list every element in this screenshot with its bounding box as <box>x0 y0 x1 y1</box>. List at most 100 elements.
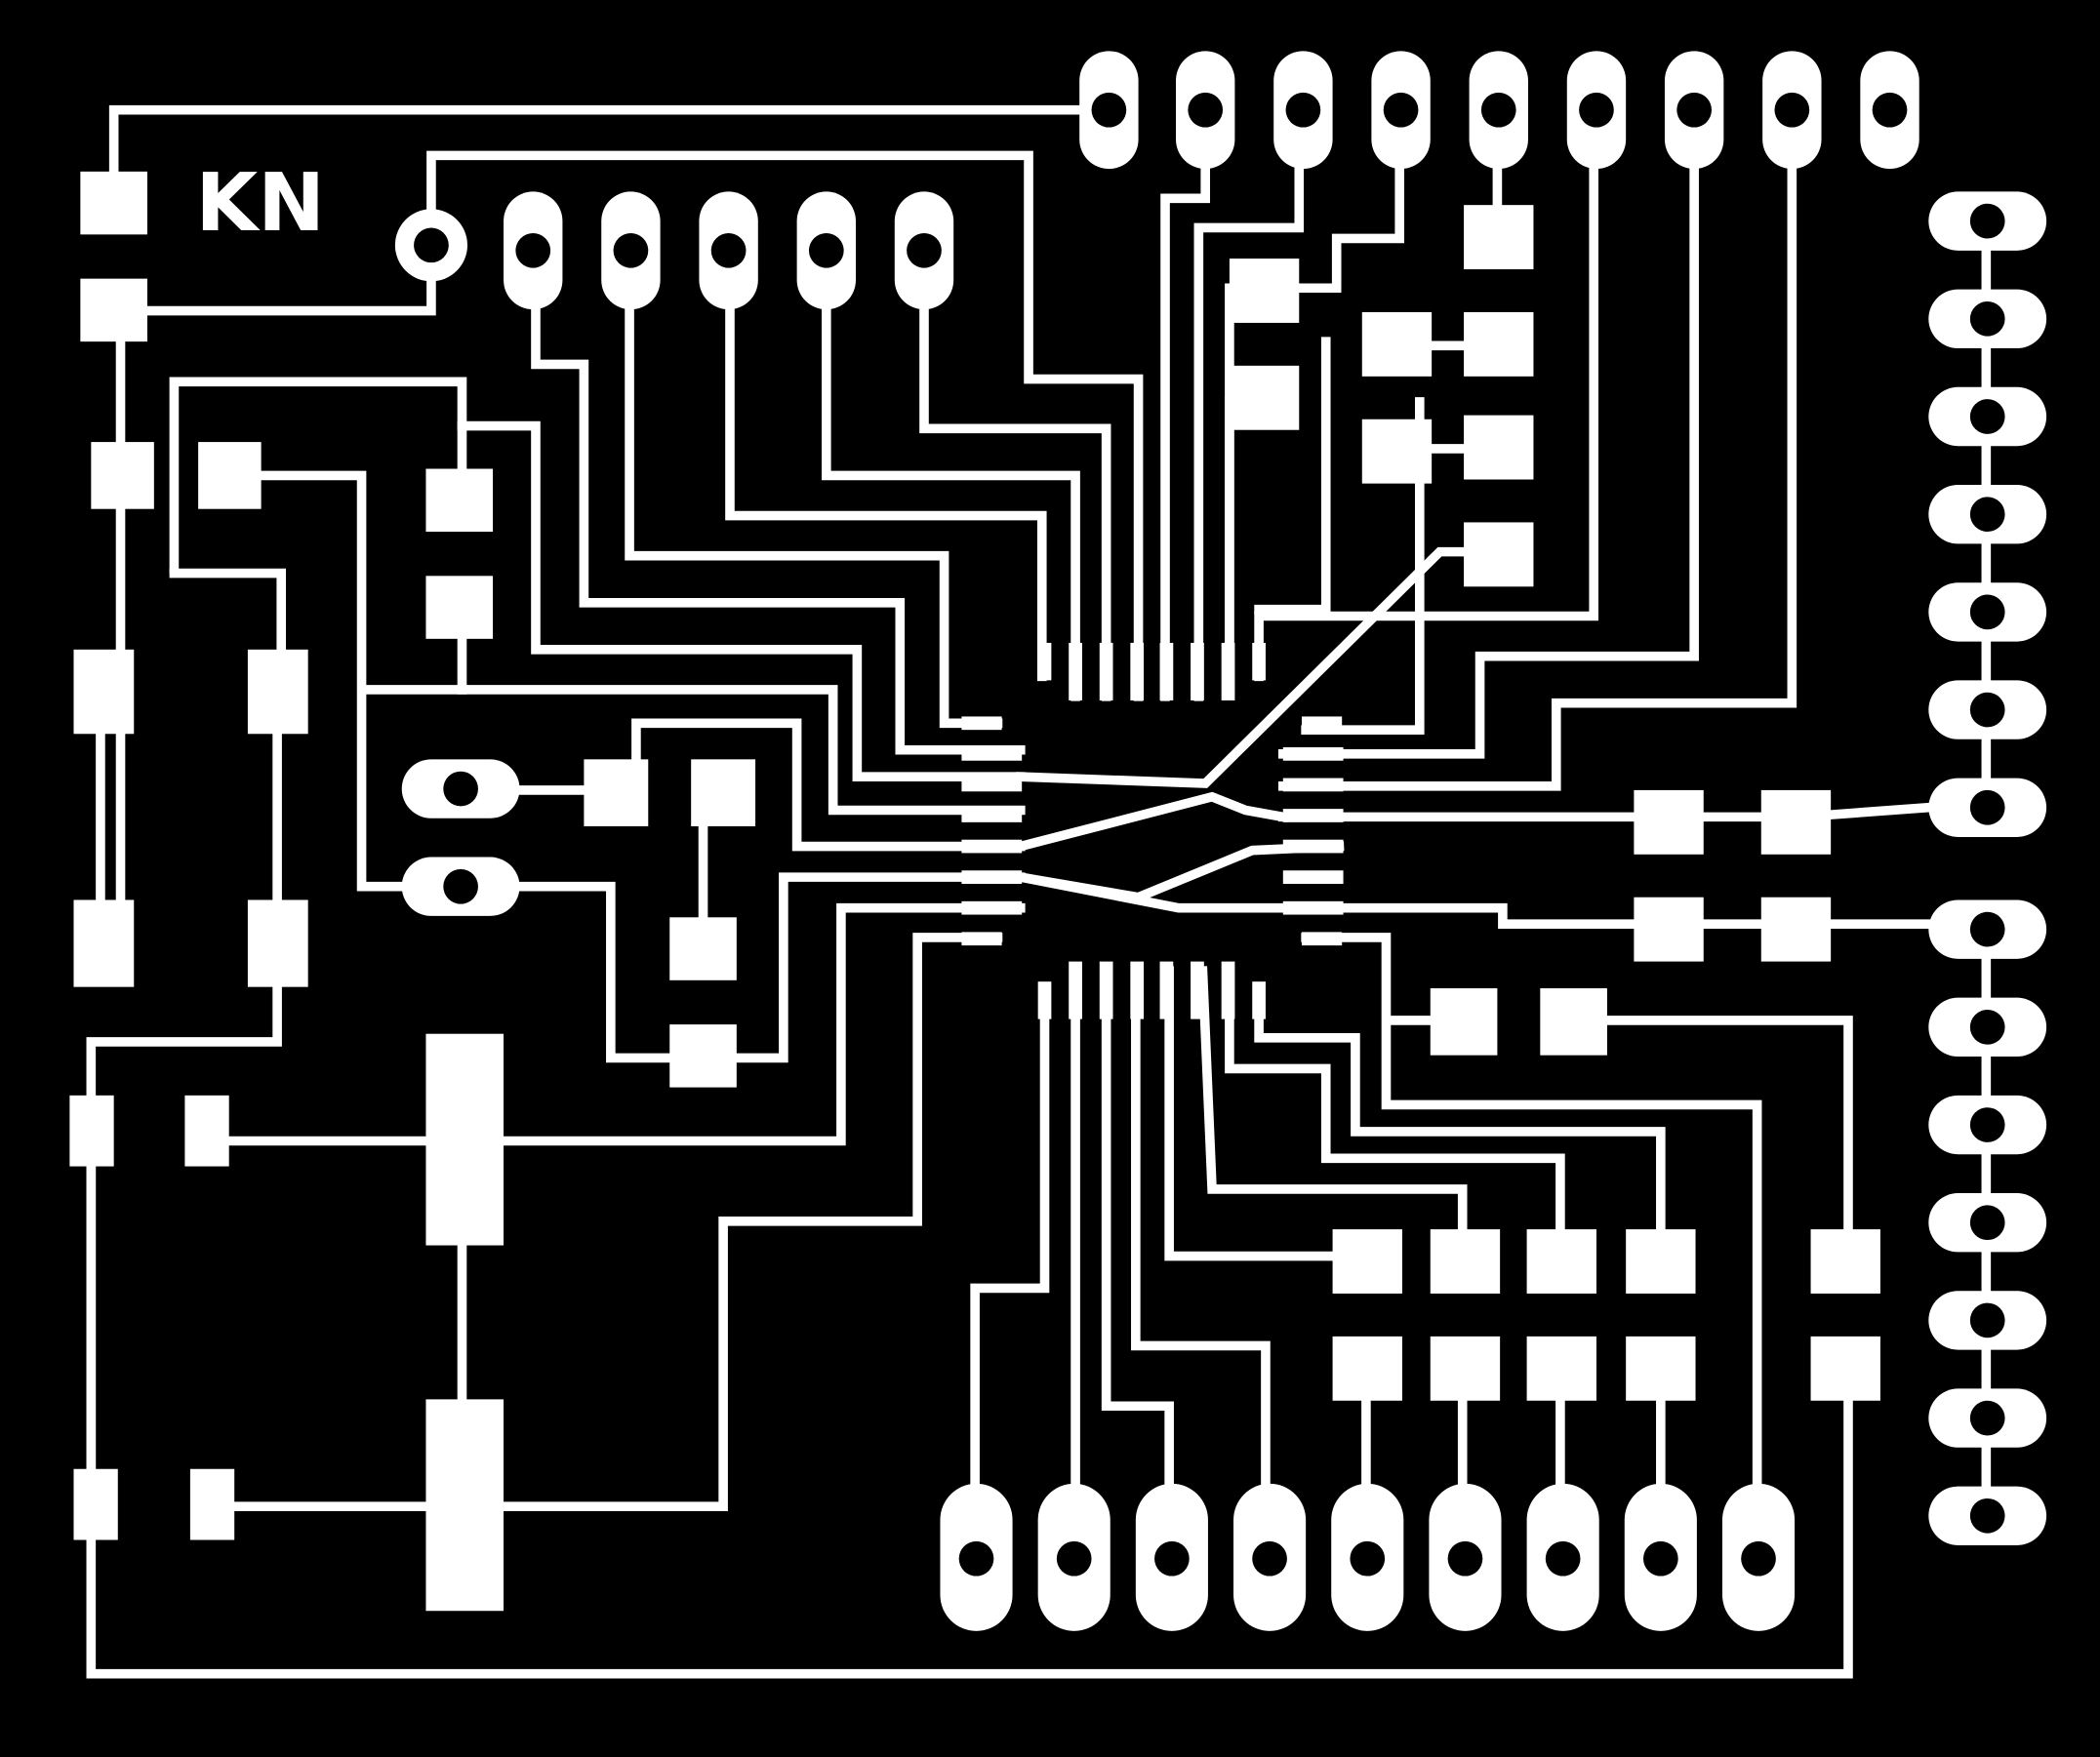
trace <box>725 243 1047 682</box>
trace <box>970 1013 1050 1532</box>
smd-pad <box>1626 1336 1696 1401</box>
trace <box>1254 985 1666 1264</box>
trace <box>698 872 1026 1063</box>
smd-pad <box>1464 415 1534 480</box>
trace <box>457 420 1026 781</box>
header-right-holes <box>1969 203 2005 1534</box>
ic-pin <box>1302 932 1343 946</box>
ic-pin <box>1099 961 1113 1019</box>
drill-hole <box>1154 1540 1190 1577</box>
smd-pad-large <box>425 1033 505 1246</box>
smd-pad <box>1229 259 1300 323</box>
drill-hole <box>1056 1540 1092 1577</box>
smd-pad <box>73 899 135 987</box>
trace <box>1278 104 1797 791</box>
drill-hole <box>1774 92 1810 128</box>
ic-pin <box>1099 642 1113 700</box>
trace <box>108 150 1144 701</box>
smd-pad <box>669 917 737 980</box>
drill-hole <box>443 771 478 807</box>
smd-pad <box>425 468 494 533</box>
ic-pin <box>961 932 1002 946</box>
drill-hole <box>613 232 649 268</box>
drill-hole <box>1545 1540 1581 1577</box>
header-upper-left-holes <box>414 227 942 268</box>
ic-pin <box>1159 642 1174 700</box>
smd-pad <box>1430 1229 1501 1294</box>
trace <box>1101 966 1174 1532</box>
drill-hole <box>1969 203 2005 239</box>
drill-hole <box>1676 92 1712 128</box>
drill-hole <box>1872 92 1908 128</box>
ic-pin <box>1069 642 1082 700</box>
drill-hole <box>1480 92 1516 128</box>
ic-pin <box>961 716 1002 731</box>
drill-hole <box>958 1540 994 1577</box>
smd-pad <box>1540 988 1607 1056</box>
trace <box>1193 104 1305 701</box>
trace <box>821 243 1080 701</box>
trace <box>457 881 708 1063</box>
smd-pad <box>1361 311 1433 377</box>
trace <box>1014 791 1289 853</box>
smd-pad <box>247 649 308 735</box>
ic-pin <box>961 809 1023 822</box>
ic-pin <box>961 778 1023 792</box>
smd-pad <box>1526 1336 1596 1401</box>
drill-hole <box>443 868 478 904</box>
smd-pad <box>1760 897 1832 962</box>
trace <box>202 933 1003 1511</box>
drill-hole <box>1969 911 2005 947</box>
smd-pad <box>1361 419 1433 484</box>
smd-pad <box>247 899 308 987</box>
ic-pin <box>1130 961 1145 1019</box>
trace <box>169 377 467 575</box>
drill-hole <box>1969 789 2005 825</box>
drill-hole <box>515 232 551 268</box>
left-ovals-holes <box>443 771 478 904</box>
trace <box>531 243 1026 755</box>
trace <box>631 718 1026 852</box>
smd-pad <box>189 1468 235 1540</box>
trace <box>1015 871 1673 929</box>
drill-hole <box>1285 92 1321 128</box>
trace <box>919 243 1111 701</box>
smd-pad <box>91 442 154 509</box>
board-label: KN <box>195 157 325 250</box>
trace <box>1131 966 1271 1532</box>
ic-pin <box>1282 809 1344 822</box>
drill-hole <box>1969 692 2005 728</box>
smd-pad <box>1430 988 1498 1056</box>
smd-pad <box>1634 897 1704 962</box>
smd-pad <box>1760 789 1832 855</box>
ic-pin <box>1282 747 1344 761</box>
trace <box>108 104 1114 206</box>
trace <box>1254 337 1331 615</box>
drill-hole <box>1741 1540 1776 1577</box>
drill-hole <box>1969 1010 2005 1045</box>
drill-hole <box>1969 1302 2005 1338</box>
drill-hole <box>1969 594 2005 630</box>
smd-pad <box>1626 1229 1696 1294</box>
smd-pad <box>1810 1336 1880 1401</box>
smd-pad <box>584 759 649 826</box>
ic-pin <box>1221 642 1235 700</box>
trace <box>196 902 1026 1146</box>
ic-pin <box>1221 961 1235 1019</box>
smd-pad <box>69 1095 114 1167</box>
trace <box>359 685 1026 816</box>
drill-hole <box>1969 1205 2005 1241</box>
drill-hole <box>1642 1540 1678 1577</box>
smd-pad <box>1464 311 1534 377</box>
ic-pin <box>1282 839 1344 854</box>
drill-hole <box>1350 1540 1386 1577</box>
ic-pin <box>1252 981 1266 1019</box>
trace <box>1225 966 1565 1264</box>
ic-pin <box>961 900 1023 915</box>
trace <box>1278 104 1699 759</box>
ic-pin <box>1282 900 1344 915</box>
drill-hole <box>1252 1540 1287 1577</box>
smd-pad <box>425 576 494 639</box>
drill-hole <box>1579 92 1614 128</box>
